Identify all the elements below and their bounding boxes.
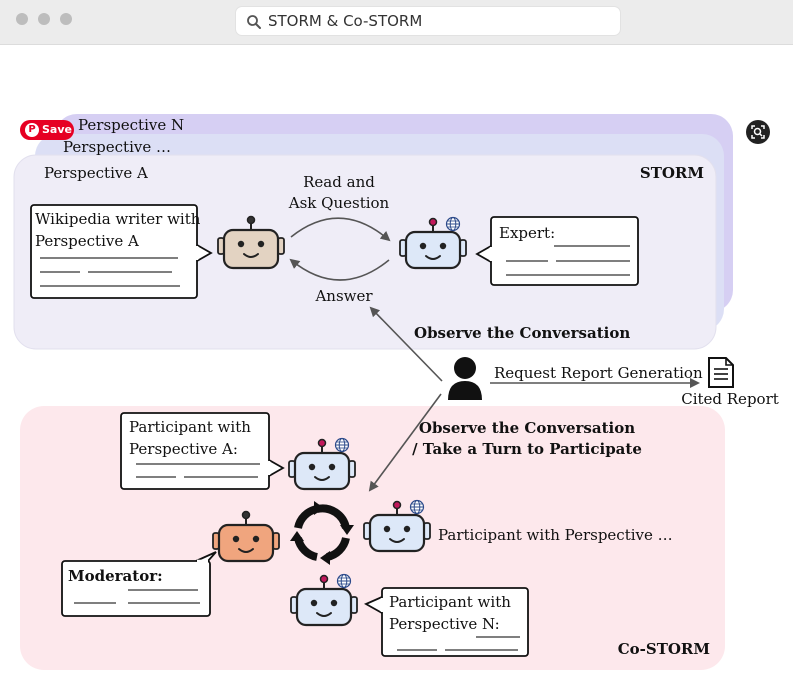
- pinterest-icon: P: [25, 123, 39, 137]
- writer-placeholder-lines: [40, 257, 180, 287]
- participant-a-line2: Perspective A:: [129, 440, 238, 458]
- ask-question-label: Ask Question: [288, 194, 390, 212]
- window-maximize-button[interactable]: [60, 13, 72, 25]
- writer-bubble: Wikipedia writer with Perspective A: [30, 204, 213, 299]
- read-ask-arrow: [290, 217, 391, 242]
- expert-bubble: Expert:: [475, 216, 639, 286]
- moderator-robot-icon: [212, 510, 280, 563]
- window-close-button[interactable]: [16, 13, 28, 25]
- browser-toolbar: STORM & Co-STORM: [0, 0, 793, 45]
- address-bar[interactable]: STORM & Co-STORM: [235, 6, 621, 36]
- moderator-bubble: Moderator:: [61, 551, 217, 617]
- participant-n-line1: Participant with: [389, 593, 511, 611]
- answer-label: Answer: [314, 287, 373, 305]
- document-icon: [708, 357, 734, 388]
- perspective-a-card: [13, 154, 717, 350]
- observe-conversation-bottom-label: Observe the Conversation: [419, 419, 635, 437]
- writer-robot-icon: [217, 215, 285, 270]
- save-label: Save: [42, 123, 72, 136]
- writer-text-line1: Wikipedia writer with: [35, 210, 201, 228]
- perspective-n-label: Perspective N: [78, 116, 184, 134]
- costorm-title: Co-STORM: [618, 640, 710, 658]
- visual-search-button[interactable]: [746, 120, 770, 144]
- window-minimize-button[interactable]: [38, 13, 50, 25]
- read-and-label: Read and: [303, 173, 375, 191]
- address-text: STORM & Co-STORM: [268, 12, 423, 30]
- participant-a-line1: Participant with: [129, 418, 251, 436]
- participant-a-placeholder-lines: [136, 463, 260, 478]
- participant-n-line2: Perspective N:: [389, 615, 500, 633]
- user-person-icon: [448, 357, 482, 400]
- request-report-label: Request Report Generation: [494, 364, 703, 382]
- moderator-text: Moderator:: [68, 567, 163, 585]
- observe-costorm-arrow: [368, 393, 442, 492]
- participant-a-bubble: Participant with Perspective A:: [120, 412, 285, 490]
- participant-n-placeholder-lines: [397, 636, 520, 651]
- participant-dots-label: Participant with Perspective …: [438, 526, 673, 544]
- take-turn-label: / Take a Turn to Participate: [412, 440, 642, 458]
- expert-placeholder-lines: [506, 245, 630, 276]
- storm-title: STORM: [640, 164, 704, 182]
- cycle-arrows-icon: [290, 501, 354, 565]
- cited-report-label: Cited Report: [681, 390, 779, 408]
- observe-storm-arrow: [369, 306, 443, 382]
- participant-n-bubble: Participant with Perspective N:: [363, 587, 529, 657]
- perspective-a-label: Perspective A: [44, 164, 148, 182]
- observe-conversation-top-label: Observe the Conversation: [414, 324, 630, 342]
- lens-icon: [751, 125, 765, 139]
- pinterest-save-button[interactable]: P Save: [20, 120, 74, 140]
- moderator-placeholder-lines: [74, 589, 200, 604]
- perspective-dots-label: Perspective …: [63, 138, 171, 156]
- answer-arrow: [289, 258, 390, 281]
- writer-text-line2: Perspective A: [35, 232, 139, 250]
- expert-text: Expert:: [499, 224, 555, 242]
- search-icon: [247, 15, 261, 29]
